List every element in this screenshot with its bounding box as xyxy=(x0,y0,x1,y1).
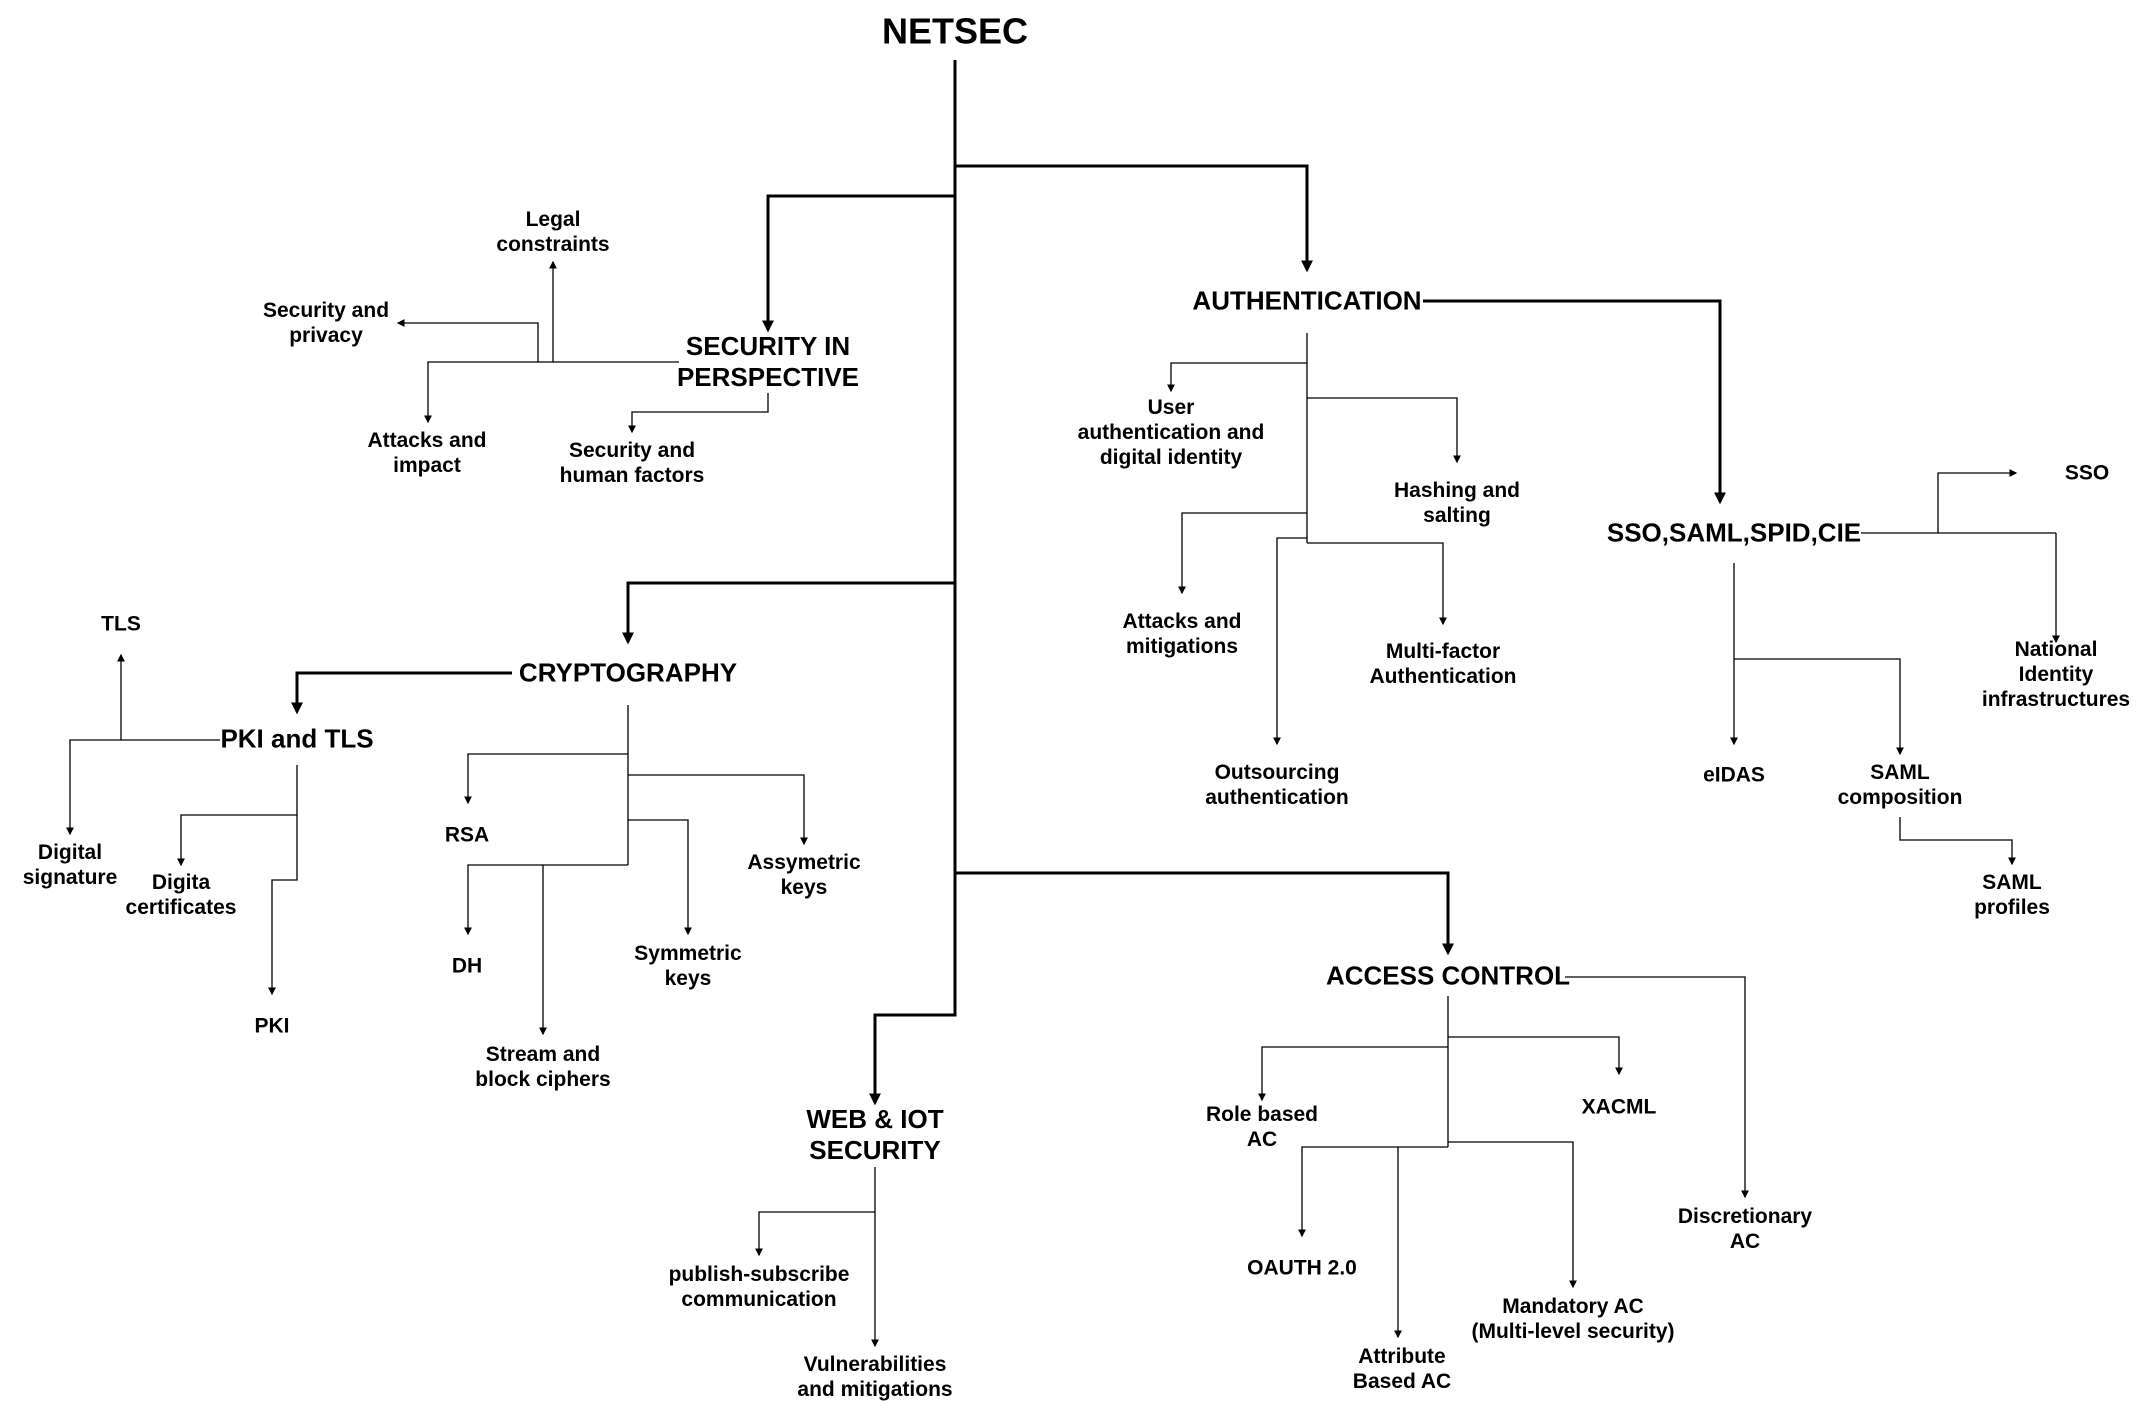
node-publish-subscribe: publish-subscribe communication xyxy=(668,1262,850,1311)
node-sso-saml-spid-cie: SSO,SAML,SPID,CIE xyxy=(1606,517,1862,548)
web-iot-edges xyxy=(755,1167,879,1348)
node-saml-profiles: SAML profiles xyxy=(1974,870,2050,919)
node-national-identity: National Identity infrastructures xyxy=(1981,638,2131,712)
node-security-human-factors: Security and human factors xyxy=(559,438,705,487)
pki-edges xyxy=(66,653,298,996)
authentication-edges xyxy=(1167,333,1461,746)
node-pki-and-tls: PKI and TLS xyxy=(220,723,374,754)
node-discretionary-ac: Discretionary AC xyxy=(1677,1204,1813,1253)
node-attribute-based-ac: Attribute Based AC xyxy=(1352,1344,1452,1393)
node-access-control: ACCESS CONTROL xyxy=(1325,960,1571,991)
node-eidas: eIDAS xyxy=(1703,763,1765,787)
node-attacks-and-impact: Attacks and impact xyxy=(367,428,487,477)
access-control-edges xyxy=(1258,976,1749,1339)
node-role-based-ac: Role based AC xyxy=(1205,1102,1319,1151)
security-perspective-edges xyxy=(396,260,769,434)
node-security-and-privacy: Security and privacy xyxy=(262,298,390,347)
edge-authentication-sso xyxy=(1423,299,1726,505)
node-rsa: RSA xyxy=(444,823,490,847)
node-digital-signature: Digital signature xyxy=(22,840,118,889)
node-attacks-mitigations: Attacks and mitigations xyxy=(1122,609,1242,658)
node-oauth: OAUTH 2.0 xyxy=(1247,1256,1357,1280)
node-xacml: XACML xyxy=(1581,1095,1657,1119)
node-digital-certificates: Digita certificates xyxy=(125,870,237,919)
edge-root-security-perspective xyxy=(762,194,955,333)
node-cryptography: CRYPTOGRAPHY xyxy=(518,657,738,688)
edge-cryptography-pki xyxy=(291,671,512,715)
root-title: NETSEC xyxy=(881,10,1029,52)
node-user-auth-identity: User authentication and digital identity xyxy=(1077,396,1265,470)
edge-root-access-control xyxy=(955,871,1454,956)
node-asymmetric-keys: Assymetric keys xyxy=(747,850,861,899)
node-web-iot-security: WEB & IOT SECURITY xyxy=(806,1103,944,1165)
edge-root-cryptography xyxy=(622,581,955,645)
node-pki: PKI xyxy=(254,1014,290,1038)
node-vulnerabilities-mitigations: Vulnerabilities and mitigations xyxy=(797,1352,953,1401)
node-tls: TLS xyxy=(101,612,141,636)
edge-root-authentication xyxy=(955,164,1313,273)
node-saml-composition: SAML composition xyxy=(1837,760,1963,809)
node-security-in-perspective: SECURITY IN PERSPECTIVE xyxy=(676,330,860,392)
node-multi-factor: Multi-factor Authentication xyxy=(1369,639,1517,688)
node-mandatory-ac: Mandatory AC (Multi-level security) xyxy=(1471,1294,1675,1343)
node-outsourcing-auth: Outsourcing authentication xyxy=(1205,760,1349,809)
cryptography-edges xyxy=(464,705,808,1036)
node-sso: SSO xyxy=(2064,461,2110,485)
node-legal-constraints: Legal constraints xyxy=(496,207,610,256)
node-authentication: AUTHENTICATION xyxy=(1192,285,1422,316)
node-dh: DH xyxy=(451,954,483,978)
node-hashing-salting: Hashing and salting xyxy=(1393,478,1521,527)
trunk-line xyxy=(869,60,957,1106)
node-stream-block-ciphers: Stream and block ciphers xyxy=(475,1042,611,1091)
node-symmetric-keys: Symmetric keys xyxy=(634,941,742,990)
sso-edges xyxy=(1730,469,2060,866)
